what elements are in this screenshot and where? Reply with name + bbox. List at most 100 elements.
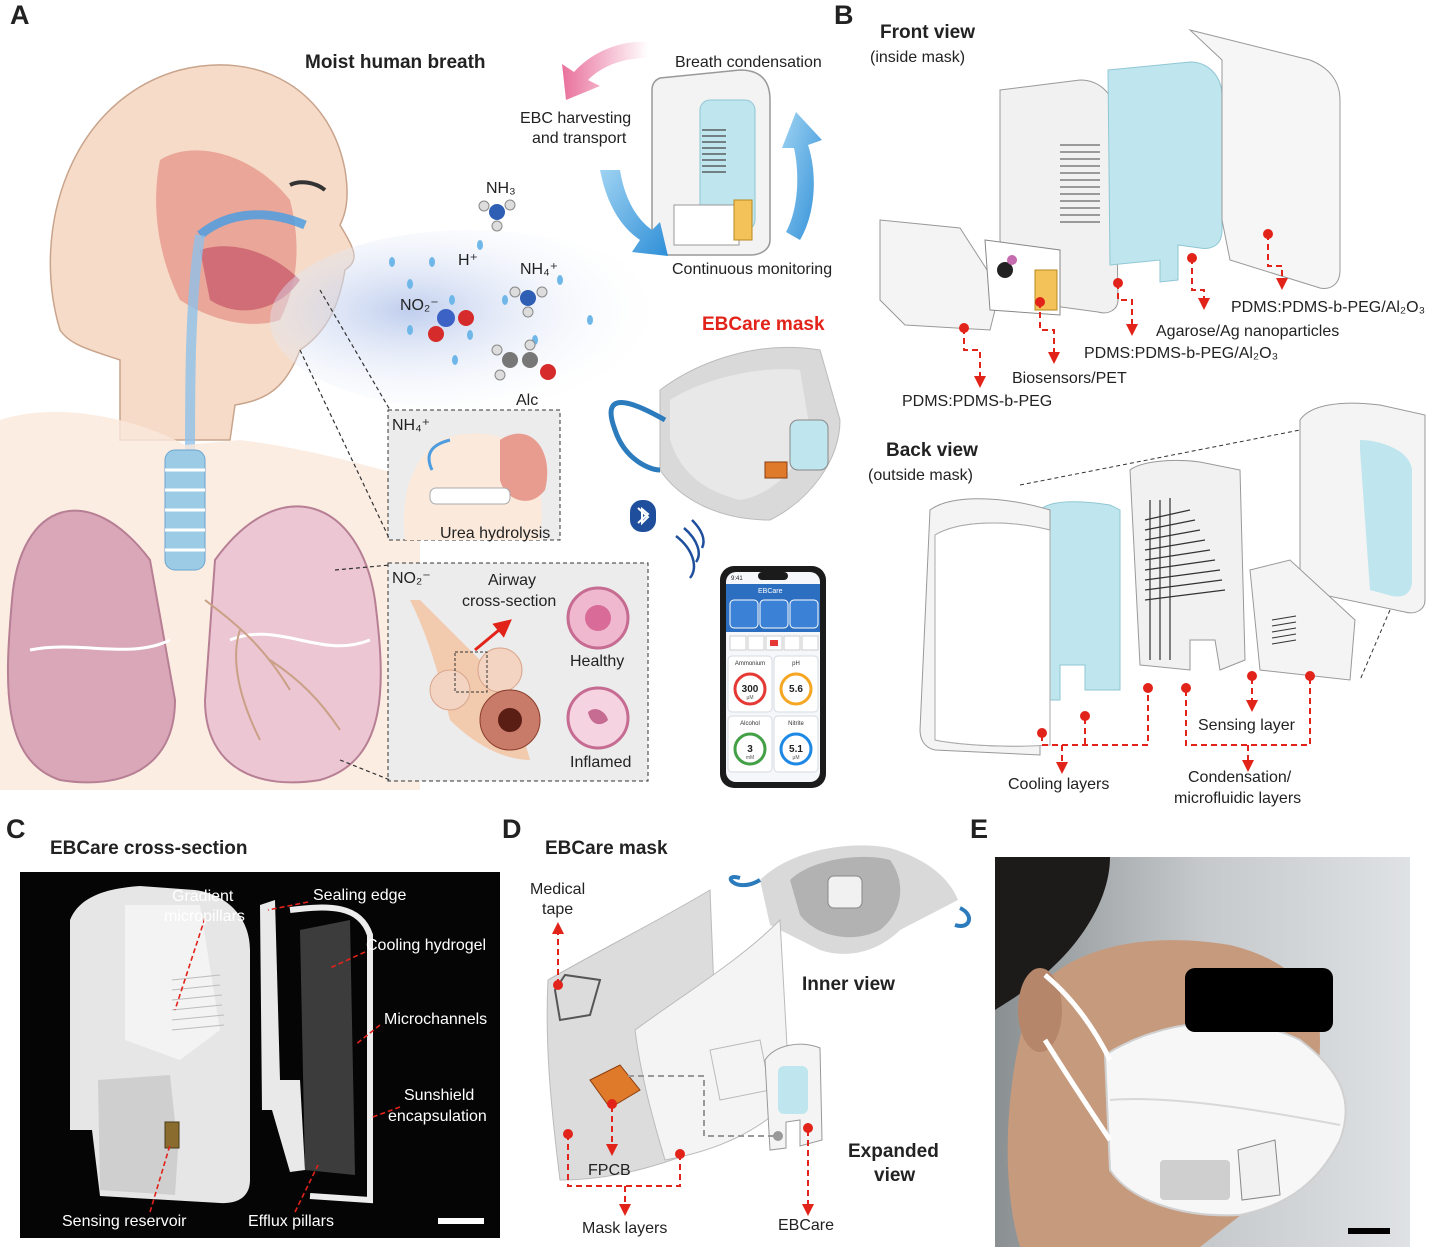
front-pins <box>959 229 1273 333</box>
d-label-ebcare: EBCare <box>778 1217 834 1234</box>
continuous-monitoring-label: Continuous monitoring <box>672 261 832 278</box>
panel-d: D EBCare mask Inner view <box>502 814 971 1237</box>
panel-e-letter: E <box>970 814 988 844</box>
save-icon[interactable] <box>747 635 765 651</box>
c-label-sealing-edge: Sealing edge <box>313 887 407 904</box>
droplets <box>389 240 593 365</box>
inflamed-label: Inflamed <box>570 754 631 771</box>
d-pins <box>553 980 813 1159</box>
face-redaction-bar <box>1185 968 1333 1032</box>
label-condensation-2: microfluidic layers <box>1174 790 1301 807</box>
sensor-tile[interactable]: Nitrite 5.1μM <box>773 715 819 773</box>
back-view-guide-2 <box>1359 609 1391 681</box>
panel-a: A Moist human breath <box>0 0 841 790</box>
blue-down-arrow <box>600 170 668 256</box>
d-gray-pin <box>773 1131 783 1141</box>
alc-label: Alc <box>516 392 538 409</box>
back-leaders <box>1041 678 1311 774</box>
d-leaders <box>552 922 814 1216</box>
d-label-medical-tape-1: Medical <box>530 881 585 898</box>
bluetooth-icon <box>630 500 656 532</box>
sensor-tile-name: Ammonium <box>735 661 765 667</box>
breath-icon[interactable] <box>759 599 789 629</box>
urea-inset: NH₄⁺ Urea hydrolysis <box>387 409 561 542</box>
sensor-tile-name: Nitrite <box>788 721 804 727</box>
healthy-label: Healthy <box>570 653 624 670</box>
urea-inset-caption: Urea hydrolysis <box>440 525 550 542</box>
inner-view-mask <box>728 845 971 954</box>
sensor-tile-name: pH <box>792 661 800 667</box>
ebc-harvesting-label-1: EBC harvesting <box>520 110 631 127</box>
c-label-sunshield-1: Sunshield <box>404 1087 474 1104</box>
sensor-tile-unit: μM <box>746 695 753 701</box>
c-label-gradient-2: micropillars <box>164 908 245 925</box>
panel-d-title: EBCare mask <box>545 838 668 859</box>
ebcare-mask-title: EBCare mask <box>702 314 825 335</box>
lungs-illustration <box>7 505 382 784</box>
sensor-tile-value: 5.1 <box>789 744 803 755</box>
h-plus-label: H⁺ <box>458 252 478 269</box>
inset-leaders <box>299 289 391 781</box>
front-view-subtitle: (inside mask) <box>870 49 965 66</box>
cross-section-device-right <box>260 900 373 1204</box>
blue-up-arrow <box>782 112 822 240</box>
panel-a-title: Moist human breath <box>305 52 486 73</box>
sensor-tile-value: 300 <box>742 684 759 695</box>
label-pdms-peg: PDMS:PDMS-b-PEG <box>902 393 1052 410</box>
mask-illustration <box>608 346 841 521</box>
back-view-guide-1 <box>1019 429 1301 486</box>
e-scale-bar <box>1348 1228 1390 1234</box>
pink-curved-arrow <box>562 41 648 100</box>
add-icon[interactable] <box>801 635 819 651</box>
no2-minus-label: NO₂⁻ <box>400 297 439 314</box>
back-exploded-layers <box>919 402 1426 756</box>
phone-app-name: EBCare <box>758 588 783 595</box>
d-label-fpcb: FPCB <box>588 1162 631 1179</box>
d-gray-leader <box>628 1075 775 1137</box>
label-sensing-layer: Sensing layer <box>1198 717 1296 734</box>
sensor-tile-value: 5.6 <box>789 684 803 695</box>
play-icon[interactable] <box>783 635 801 651</box>
ebcare-device-illustration <box>651 69 771 256</box>
d-label-expanded-1: Expanded <box>848 1141 939 1162</box>
sensor-gauge-ring <box>733 732 767 766</box>
back-view-subtitle: (outside mask) <box>868 467 973 484</box>
panel-e: E <box>970 814 1410 1247</box>
phone-time: 9:41 <box>731 576 743 582</box>
front-leaders <box>963 234 1288 388</box>
signal-waves-icon <box>675 519 705 579</box>
panel-c: C EBCare cross-section Grad <box>6 814 500 1238</box>
lung-icon[interactable] <box>729 599 759 629</box>
cloud-upload-icon[interactable] <box>789 599 819 629</box>
label-pdms-peg-al2o3-mid: PDMS:PDMS-b-PEG/Al₂O₃ <box>1084 345 1278 362</box>
nh4-plus-label: NH₄⁺ <box>520 261 558 278</box>
front-exploded-layers <box>879 29 1341 331</box>
label-agarose: Agarose/Ag nanoparticles <box>1156 323 1339 340</box>
inner-view-label: Inner view <box>802 974 895 995</box>
sensor-gauge-ring <box>733 672 767 706</box>
bluetooth-small-icon[interactable] <box>729 635 747 651</box>
sensor-tile[interactable]: pH 5.6 <box>773 655 819 713</box>
breath-condensation-label: Breath condensation <box>675 54 822 71</box>
d-label-expanded-2: view <box>874 1165 915 1186</box>
c-leaders <box>149 901 401 1213</box>
phone-illustration: 9:41 EBCare Ammonium300μMpH5.6Alcohol3mM… <box>720 566 826 788</box>
airway-inset-ion: NO₂⁻ <box>392 570 431 587</box>
label-pdms-peg-al2o3-top: PDMS:PDMS-b-PEG/Al₂O₃ <box>1231 299 1425 316</box>
sensor-gauge-ring <box>779 672 813 706</box>
sensor-gauge-ring <box>779 732 813 766</box>
nh3-label: NH₃ <box>486 180 516 197</box>
label-cooling-layers: Cooling layers <box>1008 776 1109 793</box>
sensor-tile-name: Alcohol <box>740 721 760 727</box>
c-label-efflux-pillars: Efflux pillars <box>248 1213 334 1230</box>
sensor-tile-value: 3 <box>747 744 753 755</box>
expanded-mask-layers <box>546 889 823 1181</box>
c-scale-bar <box>438 1218 484 1224</box>
sensor-tile-unit: μM <box>792 755 799 761</box>
panel-c-title: EBCare cross-section <box>50 838 247 859</box>
c-label-gradient-1: Gradient <box>172 888 234 905</box>
